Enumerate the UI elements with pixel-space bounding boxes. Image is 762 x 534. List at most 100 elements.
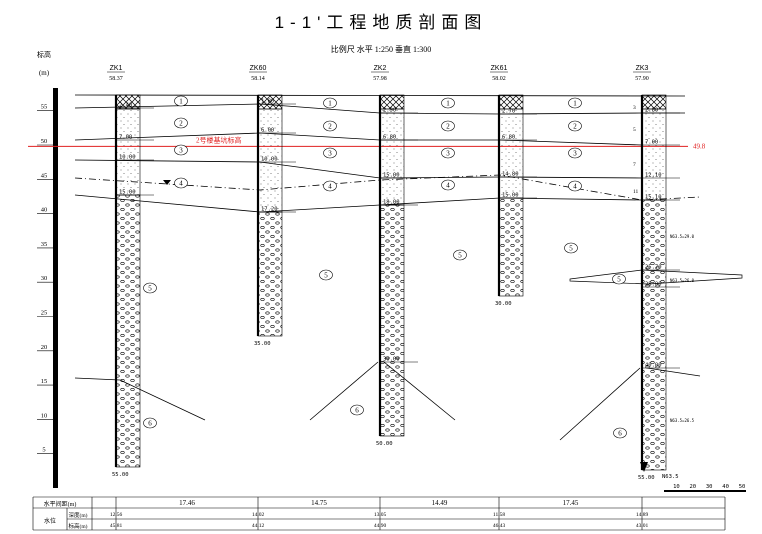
borehole-id: ZK3 — [636, 65, 649, 72]
axis-tick-label: 45 — [41, 172, 48, 179]
stratum-label: 1 — [568, 97, 582, 109]
svg-text:2: 2 — [573, 123, 577, 131]
stratum-label: 2 — [323, 120, 337, 132]
depth-label: 2.70 — [502, 109, 515, 115]
spt-note: N63.5=26.5 — [670, 418, 695, 423]
svg-text:3: 3 — [446, 150, 450, 158]
water-level-marker — [163, 180, 171, 185]
svg-text:6: 6 — [355, 407, 359, 415]
borehole-zk3: ZK357.902.807.0012.1015.1025.7028.0040.0… — [633, 65, 695, 481]
stratum-label: 4 — [568, 180, 582, 192]
water-depth-value: 12.56 — [110, 512, 123, 518]
axis-tick-label: 50 — [41, 138, 48, 145]
clay-layer — [379, 108, 405, 206]
svg-text:5: 5 — [458, 252, 462, 260]
depth-label: 15.00 — [502, 193, 519, 199]
stratum-label: 5 — [612, 273, 626, 285]
depth-label: 15.10 — [645, 195, 662, 201]
axis-tick-label: 40 — [41, 207, 48, 214]
stratum-label: 5 — [143, 282, 157, 294]
fill-layer — [498, 94, 524, 110]
axis-tick-label: 20 — [41, 344, 48, 351]
bottom-depth: 50.00 — [376, 441, 393, 447]
borehole-id: ZK60 — [250, 65, 267, 72]
stratum-boundary — [74, 159, 643, 179]
stratum-label: 5 — [319, 269, 333, 281]
stratum-label: 4 — [174, 177, 188, 189]
svg-text:3: 3 — [573, 150, 577, 158]
row-label-elevation: 标高(m) — [69, 522, 88, 530]
axis-tick-label: 10 — [41, 412, 48, 419]
depth-label: 7.00 — [645, 140, 658, 146]
depth-label: 6.80 — [502, 135, 515, 141]
svg-text:1: 1 — [328, 100, 332, 108]
water-elevation-value: 46.43 — [493, 523, 506, 529]
stratum-boundary — [74, 194, 643, 213]
svg-text:4: 4 — [446, 182, 450, 190]
borehole-elevation: 58.02 — [492, 76, 506, 82]
spacing-value: 14.75 — [311, 499, 327, 507]
depth-label: 2.40 — [119, 103, 132, 109]
svg-text:5: 5 — [569, 245, 573, 253]
svg-text:3: 3 — [328, 150, 332, 158]
svg-text:3: 3 — [179, 147, 183, 155]
stratum-label: 3 — [568, 147, 582, 159]
bottom-note: N63.5 — [662, 474, 679, 480]
water-elevation-value: 44.90 — [374, 523, 387, 529]
clay-layer — [641, 108, 667, 201]
scale-bar-label: 40 — [722, 484, 729, 490]
gravel-layer — [641, 199, 667, 471]
elevation-axis-label: 标高 — [37, 50, 51, 59]
water-depth-value: 14.89 — [636, 512, 649, 518]
stratum-label: 3 — [441, 147, 455, 159]
gravel-layer — [379, 204, 405, 437]
depth-label: 6.80 — [383, 135, 396, 141]
svg-text:1: 1 — [573, 100, 577, 108]
scale-bar-line — [664, 490, 746, 492]
spt-note: N63.5=29.0 — [670, 234, 695, 239]
scale-bar-label: 10 — [673, 484, 680, 490]
depth-label: 12.10 — [645, 173, 662, 179]
borehole-elevation: 58.37 — [109, 76, 123, 82]
stratum-label: 3 — [174, 144, 188, 156]
svg-text:4: 4 — [573, 183, 577, 191]
stratum-label: 2 — [441, 120, 455, 132]
svg-text:2: 2 — [446, 123, 450, 131]
bottom-depth: 30.00 — [495, 301, 512, 307]
clay-layer — [498, 108, 524, 199]
stratum-boundary — [559, 367, 641, 441]
figure-title: 1-1'工程地质剖面图 — [275, 13, 488, 32]
borehole-end-arrow — [640, 462, 648, 472]
water-elevation-value: 43.01 — [636, 523, 649, 529]
clay-layer — [115, 108, 141, 196]
depth-label: 6.00 — [261, 128, 274, 134]
bottom-depth: 35.00 — [254, 341, 271, 347]
stratum-label: 1 — [441, 97, 455, 109]
axis-tick-label: 35 — [41, 241, 48, 248]
water-elevation-value: 44.12 — [252, 523, 265, 529]
row-label-depth: 深度(m) — [69, 511, 88, 519]
foundation-value: 49.8 — [693, 142, 706, 150]
row-label-spacing: 水平间距(m) — [44, 500, 77, 508]
spacing-value: 17.46 — [179, 499, 195, 507]
svg-text:1: 1 — [179, 98, 183, 106]
svg-text:2: 2 — [179, 120, 183, 128]
axis-bar — [53, 88, 58, 488]
water-depth-value: 13.05 — [374, 512, 387, 518]
stratum-label: 2 — [568, 120, 582, 132]
spt-note: N63.5=26.0 — [670, 278, 695, 283]
borehole-id: ZK1 — [110, 65, 123, 72]
svg-text:6: 6 — [148, 420, 152, 428]
stratum-label: 4 — [323, 180, 337, 192]
clay-layer — [257, 108, 283, 213]
stratum-label: 4 — [441, 179, 455, 191]
boreholes: ZK158.372.407.0010.0015.0055.00ZK6058.14… — [107, 65, 695, 481]
depth-label: 25.70 — [645, 265, 662, 271]
borehole-elevation: 57.98 — [373, 76, 387, 82]
